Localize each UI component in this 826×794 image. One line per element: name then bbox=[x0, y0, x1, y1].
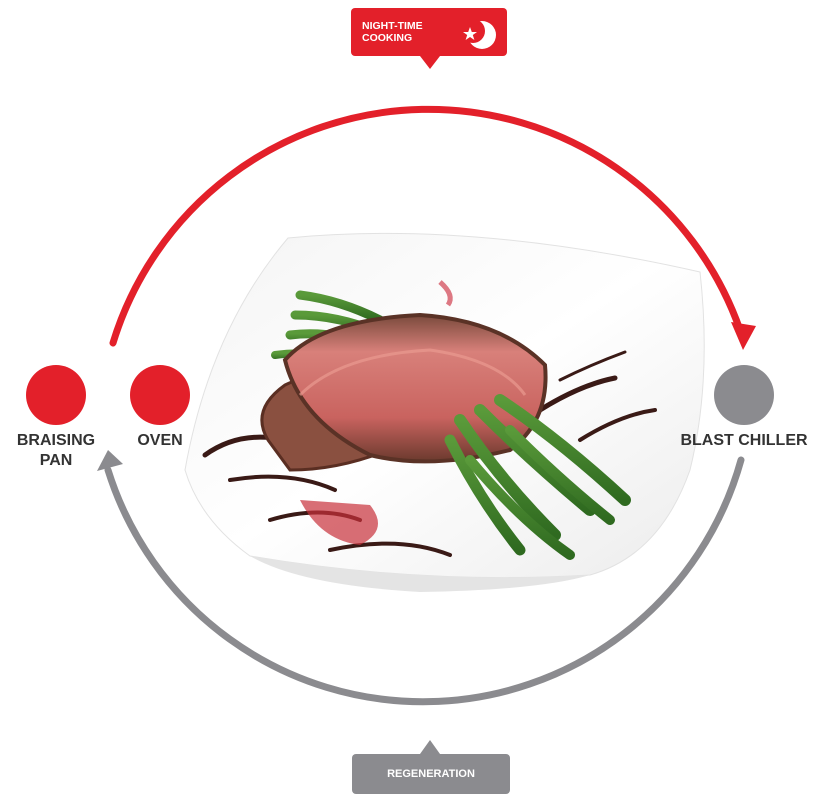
oven-node bbox=[130, 365, 190, 425]
braising-pan-node bbox=[26, 365, 86, 425]
dish-photo bbox=[185, 233, 704, 592]
braising-pan-label-line1: BRAISING bbox=[17, 432, 95, 449]
night-time-tag-line2: COOKING bbox=[362, 32, 412, 44]
blast-chiller-label: BLAST CHILLER bbox=[668, 431, 820, 451]
braising-pan-label-line2: PAN bbox=[40, 452, 73, 469]
night-time-cooking-tag: NIGHT-TIME COOKING bbox=[362, 20, 462, 44]
regeneration-tag: REGENERATION bbox=[352, 768, 510, 780]
night-time-tag-line1: NIGHT-TIME bbox=[362, 20, 423, 32]
blast-chiller-node bbox=[714, 365, 774, 425]
braising-pan-label: BRAISING PAN bbox=[0, 431, 112, 471]
regeneration-tag-shape bbox=[352, 740, 510, 794]
night-cooking-arrowhead bbox=[731, 322, 756, 350]
oven-label: OVEN bbox=[120, 431, 200, 451]
